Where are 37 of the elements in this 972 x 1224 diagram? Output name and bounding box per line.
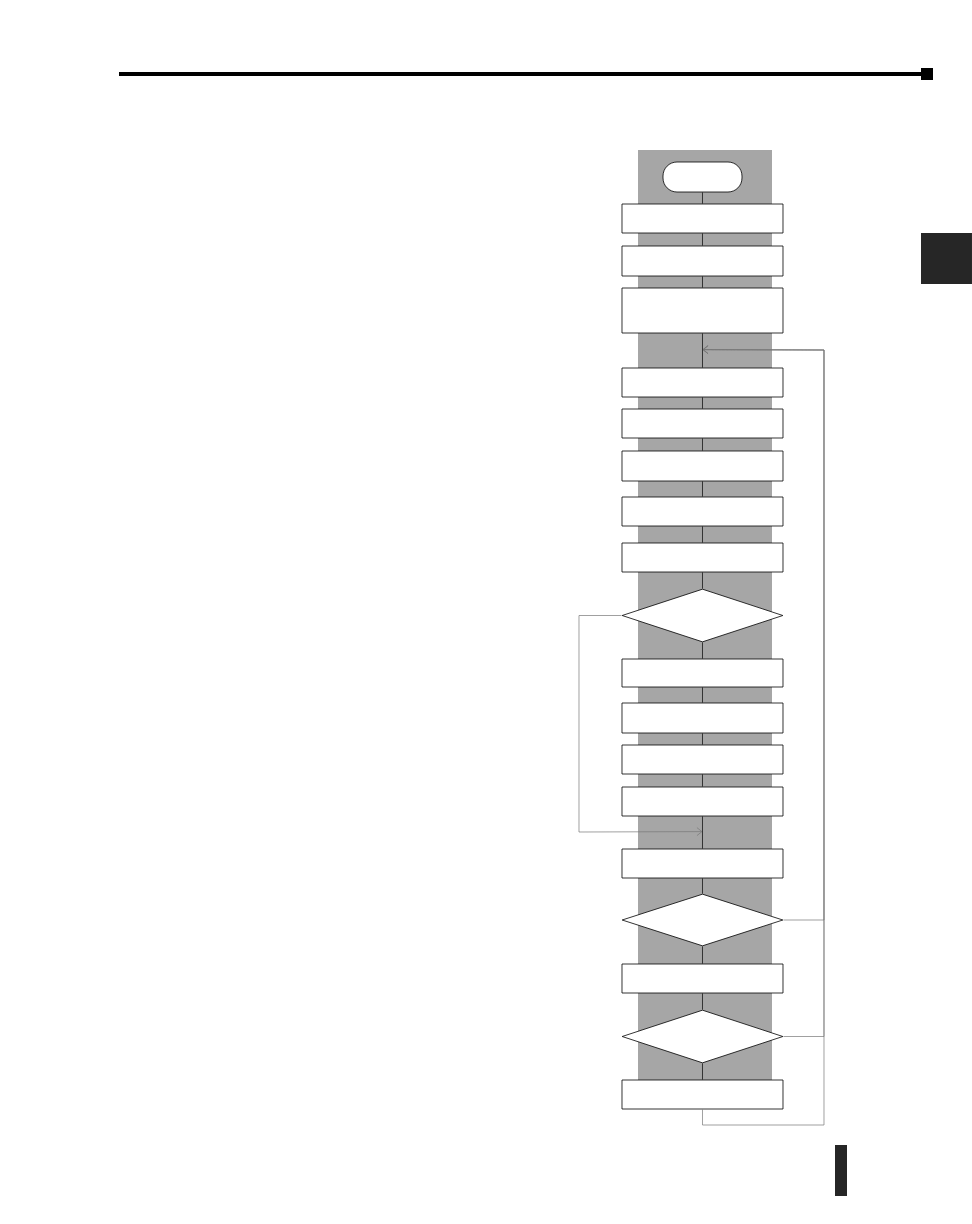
process-box — [621, 203, 784, 234]
connector-line — [702, 333, 703, 368]
decision-diamond — [621, 1009, 784, 1064]
process-box — [621, 450, 784, 482]
connector-line — [702, 1063, 703, 1080]
process-box — [621, 963, 784, 994]
process-box — [621, 658, 784, 688]
process-box — [621, 744, 784, 775]
decision-diamond — [621, 893, 784, 947]
connector-line — [702, 946, 703, 964]
process-box — [621, 408, 784, 439]
connector-line — [702, 993, 703, 1010]
process-box — [621, 542, 784, 573]
connector-line — [702, 481, 703, 497]
connector-line — [702, 774, 703, 787]
connector-line — [702, 192, 703, 204]
connector-line — [702, 687, 703, 703]
connector-line — [702, 397, 703, 409]
process-box — [621, 702, 784, 734]
connector-line — [702, 642, 703, 659]
connector-line — [702, 526, 703, 543]
process-box — [621, 1079, 784, 1110]
process-box — [621, 496, 784, 527]
process-box — [621, 786, 784, 817]
connector-line — [702, 233, 703, 246]
decision-diamond — [621, 588, 784, 643]
connector-line — [702, 276, 703, 288]
process-box — [621, 367, 784, 398]
process-box — [621, 245, 784, 277]
arrow — [578, 615, 703, 836]
connector-line — [702, 733, 703, 745]
process-box — [621, 848, 784, 879]
connector-line — [702, 572, 703, 589]
process-box — [621, 287, 784, 334]
connector-line — [702, 816, 703, 849]
connector-line — [702, 878, 703, 894]
connector-line — [702, 438, 703, 451]
